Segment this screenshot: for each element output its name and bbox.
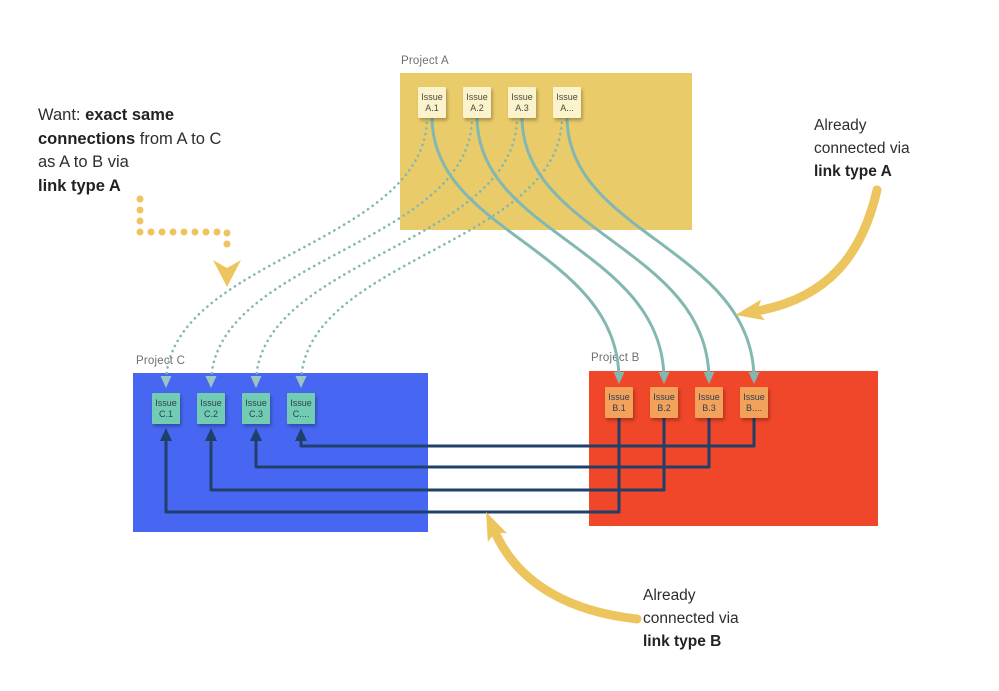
already-b-text: Already: [643, 587, 696, 604]
project-c-label: Project C: [136, 355, 186, 367]
card-line2: C.2: [203, 408, 218, 419]
want-text-bold: exact same: [85, 106, 175, 124]
already-a-text-bold: link type A: [814, 163, 892, 180]
issue-card-c2: Issue C.2: [197, 393, 225, 424]
card-line2: B.2: [657, 402, 671, 413]
issue-card-b-more: Issue B....: [740, 387, 768, 418]
already-b-text-bold: link type B: [643, 633, 722, 650]
card-line1: Issue: [653, 391, 675, 402]
card-line2: C.1: [158, 408, 173, 419]
card-line2: A.3: [515, 102, 529, 113]
card-line2: A.2: [470, 102, 484, 113]
card-line1: Issue: [290, 397, 312, 408]
want-dotted-arrow-path: [136, 195, 231, 256]
issue-card-a3: Issue A.3: [508, 87, 536, 118]
want-text-bold: connections: [38, 129, 136, 148]
card-line1: Issue: [556, 91, 578, 102]
project-a-label: Project A: [401, 55, 449, 67]
card-line2: C.3: [248, 408, 263, 419]
issue-card-a-more: Issue A...: [553, 87, 581, 118]
card-line1: Issue: [155, 397, 177, 408]
project-b-label: Project B: [591, 352, 640, 364]
card-line2: B.3: [702, 402, 716, 413]
issue-card-c1: Issue C.1: [152, 393, 180, 424]
issue-card-b3: Issue B.3: [695, 387, 723, 418]
issue-card-c3: Issue C.3: [242, 393, 270, 424]
card-line2: B....: [745, 402, 762, 413]
card-line1: Issue: [698, 391, 720, 402]
card-line1: Issue: [608, 391, 630, 402]
want-text-bold: link type A: [38, 176, 121, 195]
already-a-swoosh-arrow: [735, 185, 882, 321]
want-annotation: Want: exact same connections from A to C…: [38, 104, 221, 198]
want-text: as A to B via: [38, 153, 129, 171]
already-b-swoosh-arrow: [486, 511, 642, 624]
card-line2: A.1: [425, 102, 439, 113]
already-b-text: connected via: [643, 610, 739, 627]
card-line1: Issue: [466, 91, 488, 102]
card-line1: Issue: [421, 91, 443, 102]
card-line2: C....: [292, 408, 310, 419]
issue-card-c-more: Issue C....: [287, 393, 315, 424]
card-line1: Issue: [511, 91, 533, 102]
card-line2: B.1: [612, 402, 626, 413]
issue-card-b1: Issue B.1: [605, 387, 633, 418]
already-connected-a-annotation: Already connected via link type A: [814, 114, 910, 183]
already-a-text: Already: [814, 117, 867, 134]
want-text: Want:: [38, 106, 86, 124]
card-line1: Issue: [245, 397, 267, 408]
card-line1: Issue: [743, 391, 765, 402]
card-line1: Issue: [200, 397, 222, 408]
want-arrowhead-icon: [213, 260, 241, 287]
issue-card-a1: Issue A.1: [418, 87, 446, 118]
already-connected-b-annotation: Already connected via link type B: [643, 584, 739, 653]
already-a-text: connected via: [814, 140, 910, 157]
issue-card-a2: Issue A.2: [463, 87, 491, 118]
card-line2: A...: [560, 102, 574, 113]
issue-card-b2: Issue B.2: [650, 387, 678, 418]
want-text: from A to C: [135, 129, 222, 148]
want-dotted-arrow: [136, 195, 241, 287]
